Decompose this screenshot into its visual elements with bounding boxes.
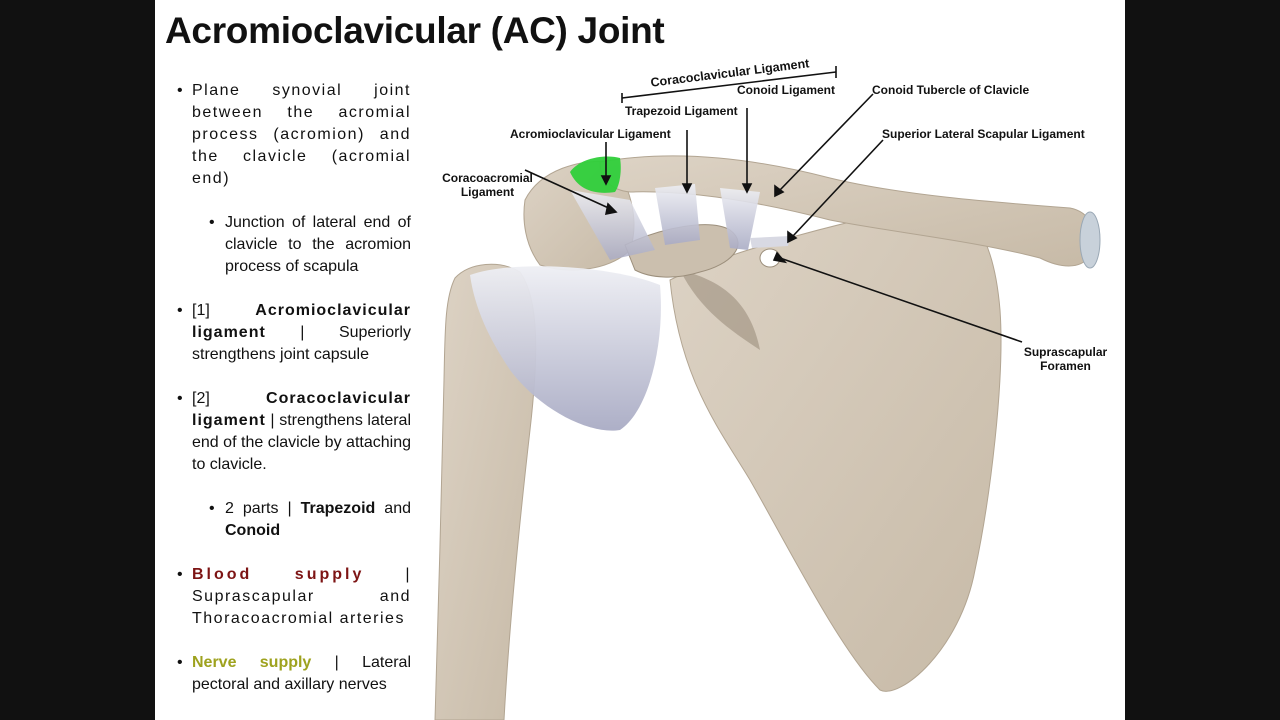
- label-conoid-tubercle: Conoid Tubercle of Clavicle: [872, 83, 1030, 97]
- clavicle: [599, 155, 1094, 267]
- acromioclavicular-ligament-highlight: [570, 156, 621, 193]
- bullet-blood-supply: Blood supply | Suprascapular and Thoraco…: [177, 564, 411, 630]
- label-acromioclavicular-ligament: Acromioclavicular Ligament: [510, 127, 671, 141]
- superior-lateral-scapular-ligament: [750, 236, 790, 248]
- sub-bullet-junction: Junction of lateral end of clavicle to t…: [209, 212, 411, 278]
- label-superior-lateral-scapular-ligament: Superior Lateral Scapular Ligament: [882, 127, 1085, 141]
- label-suprascapular-foramen: Suprascapular Foramen: [1023, 345, 1108, 373]
- scapula: [669, 199, 1002, 692]
- bullet-nerve-supply: Nerve supply | Lateral pectoral and axil…: [177, 652, 411, 696]
- coracoacromial-ligament: [570, 190, 655, 260]
- label-conoid-ligament: Conoid Ligament: [737, 83, 835, 97]
- slide: Acromioclavicular (AC) Joint Plane synov…: [155, 0, 1125, 720]
- label-trapezoid-ligament: Trapezoid Ligament: [625, 104, 738, 118]
- bullet-acromioclavicular-ligament: [1] Acromioclavicular ligament | Superio…: [177, 300, 411, 366]
- shoulder-bones-drawing: [434, 66, 1101, 720]
- bullet-list: Plane synovial joint between the acromia…: [177, 80, 411, 718]
- conoid-ligament: [720, 188, 760, 250]
- shoulder-anatomy-illustration: Coracoclavicular Ligament Trapezoid Liga…: [430, 50, 1125, 720]
- bullet-coracoclavicular-ligament: [2] Coracoclavicular ligament | strength…: [177, 388, 411, 476]
- sub-bullet-two-parts: 2 parts | Trapezoid and Conoid: [209, 498, 411, 542]
- label-coracoacromial-ligament: Coracoacromial Ligament: [442, 171, 533, 199]
- slide-title: Acromioclavicular (AC) Joint: [165, 10, 665, 51]
- trapezoid-ligament: [655, 184, 700, 245]
- coracoclavicular-bracket: [621, 71, 837, 99]
- capsule-ligament: [470, 266, 661, 431]
- bullet-joint-type: Plane synovial joint between the acromia…: [177, 80, 411, 190]
